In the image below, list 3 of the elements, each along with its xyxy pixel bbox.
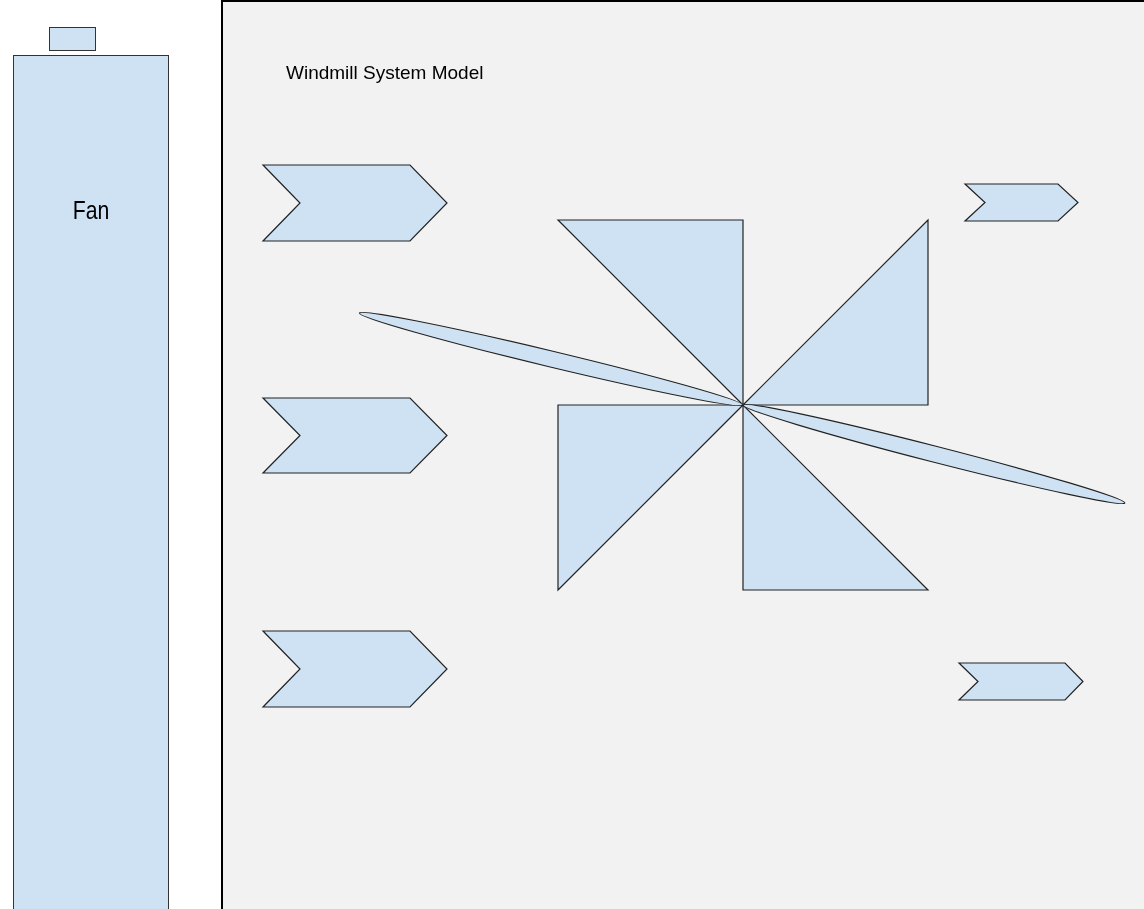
fan-tower [13, 55, 169, 909]
diagram-title: Windmill System Model [286, 62, 484, 84]
fan-label: Fan [71, 196, 111, 225]
